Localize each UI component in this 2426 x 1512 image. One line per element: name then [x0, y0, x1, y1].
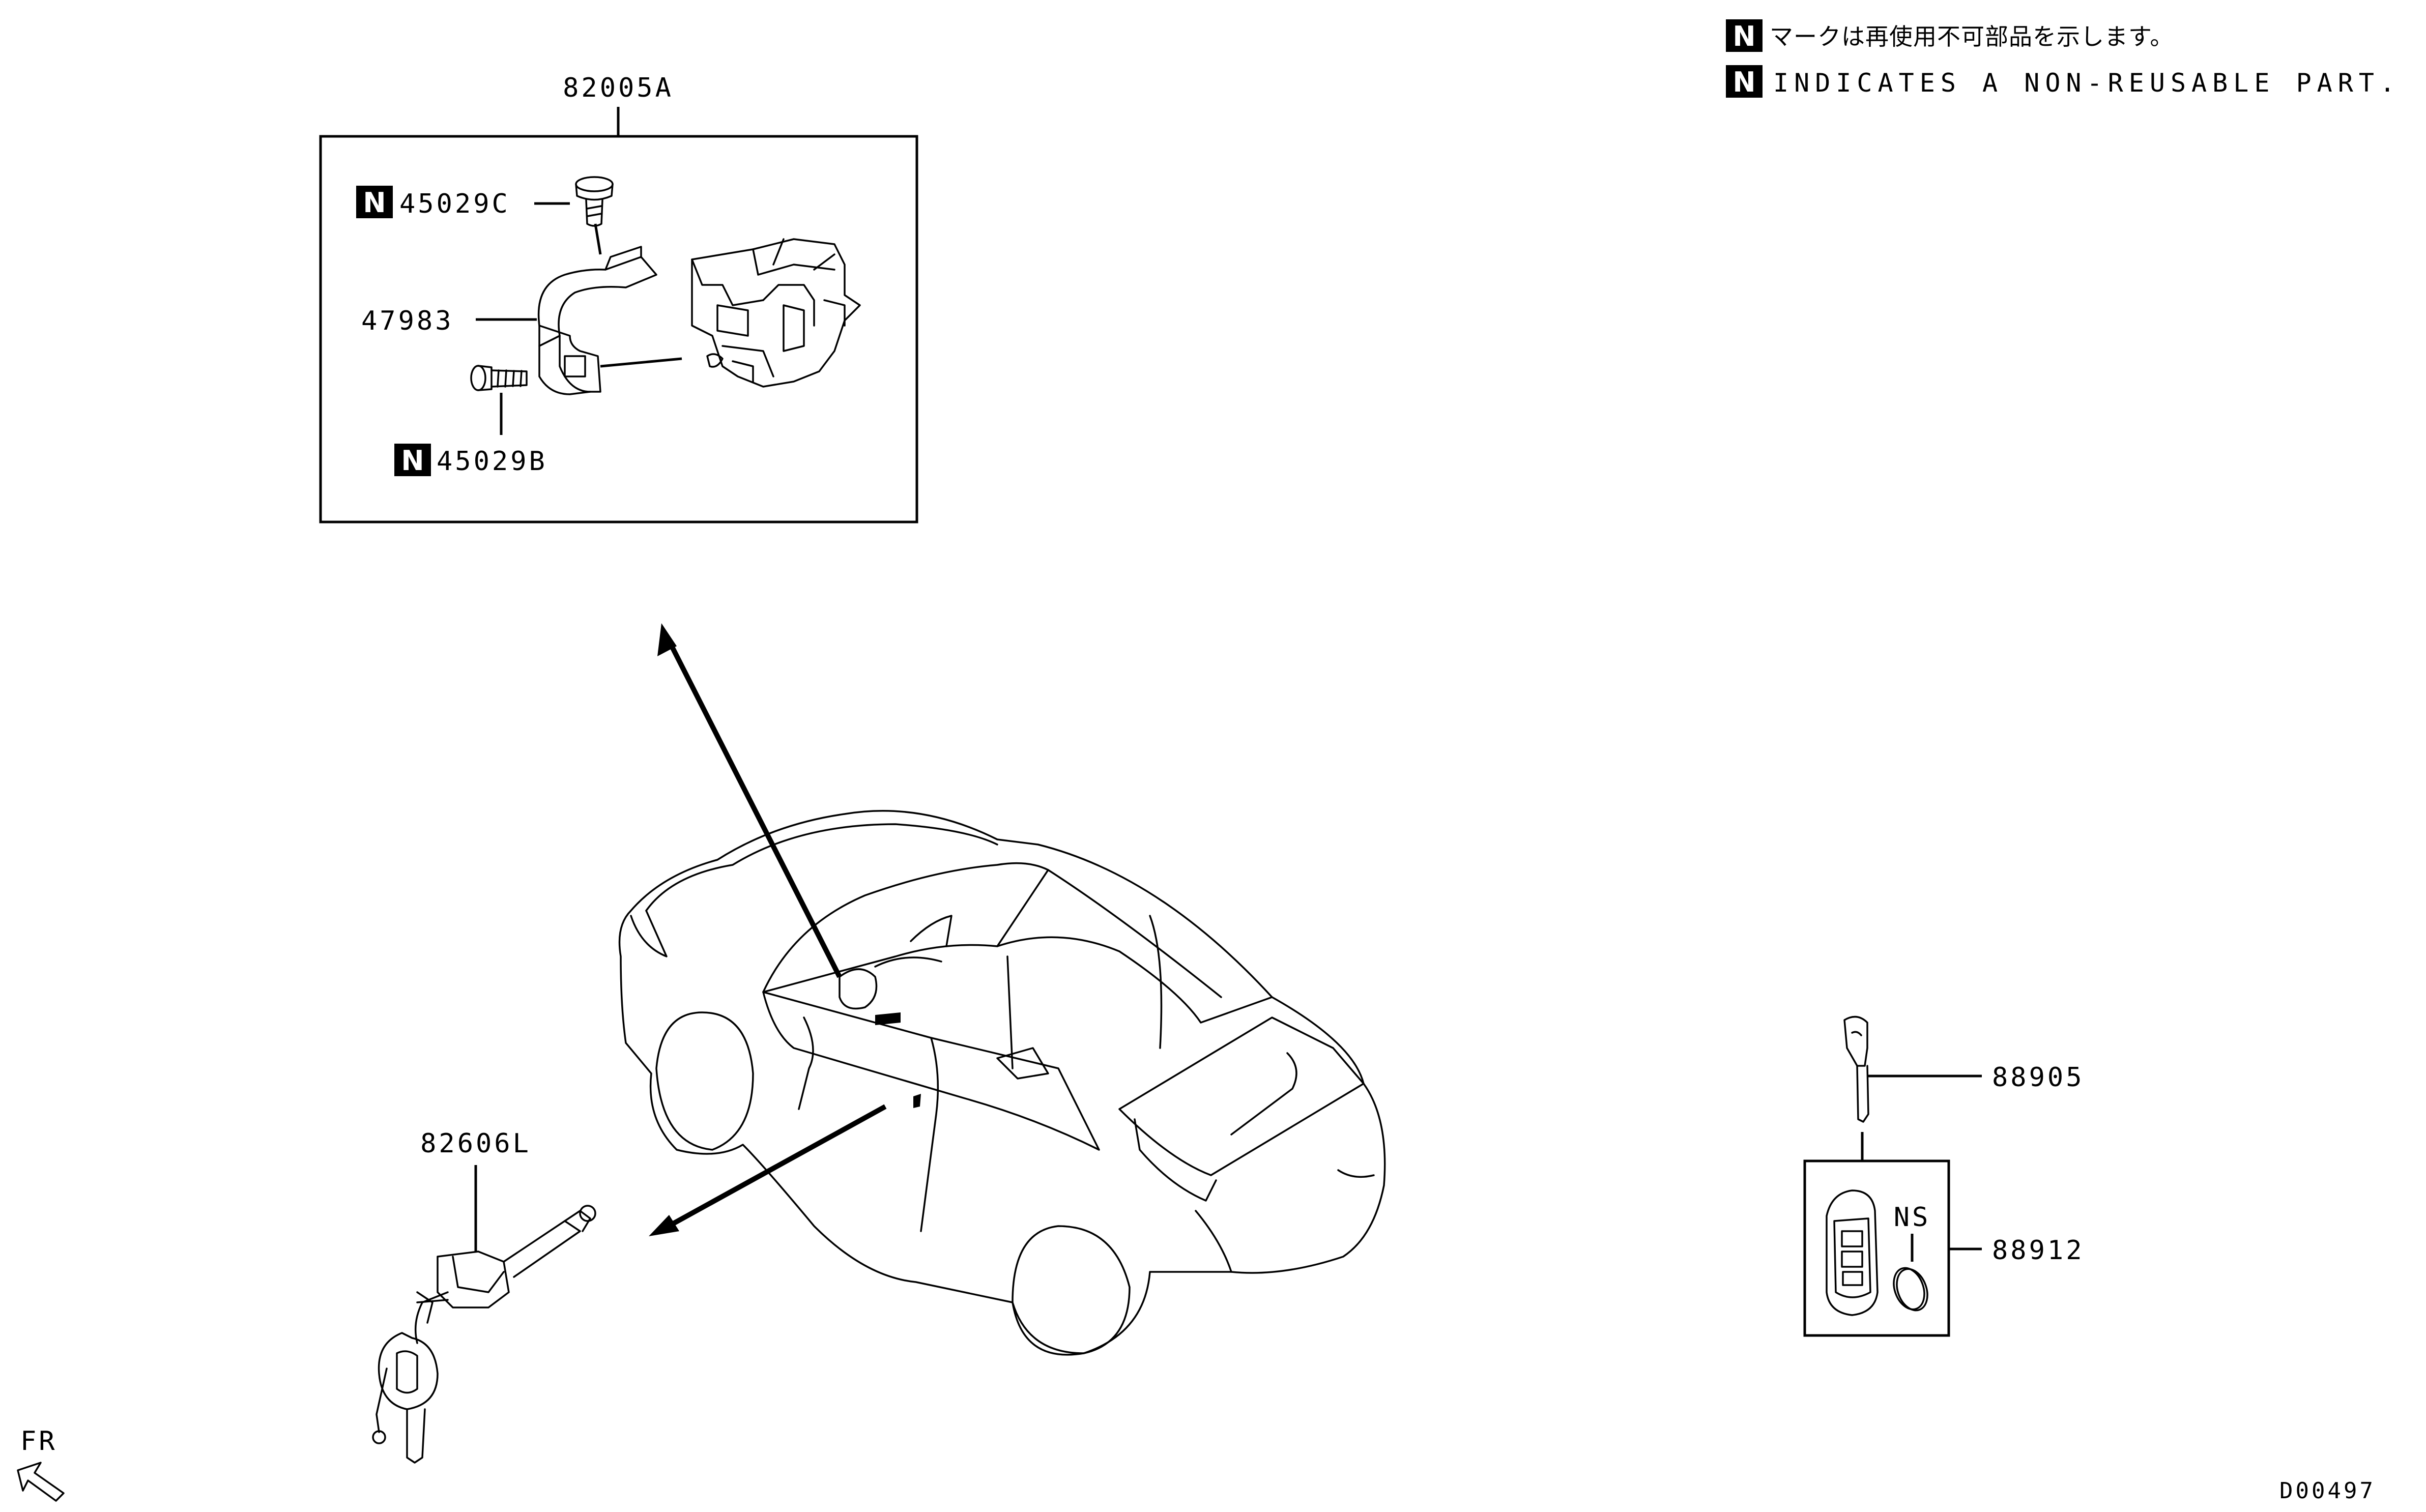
label-fr: FR [20, 1426, 57, 1457]
bracket-icon [537, 246, 657, 395]
vehicle-outline [618, 810, 1386, 1356]
label-88905: 88905 [1992, 1062, 2085, 1093]
label-82005a: 82005A [563, 73, 674, 103]
label-82606l: 82606L [420, 1128, 531, 1159]
leader-bracket-to-switch [600, 357, 682, 368]
ignition-location-icon [875, 1012, 901, 1025]
callout-arrows [649, 623, 887, 1236]
n-badge-letter: N [1732, 66, 1755, 98]
arrow-to-door-cylinder [662, 1104, 887, 1231]
n-badge-letter: N [401, 445, 424, 477]
battery-icon [1893, 1267, 1928, 1312]
ignition-switch-icon [691, 238, 861, 388]
diagram-code: D00497 [2279, 1478, 2376, 1504]
ignition-assembly-group: 82005A N 45029C 47983 [319, 73, 918, 524]
door-cylinder-group: 82606L [372, 1128, 596, 1464]
key-remote-group: 88905 NS 88912 [1803, 1015, 2085, 1337]
key-blank-icon [1843, 1015, 1869, 1123]
label-47983: 47983 [361, 306, 454, 336]
n-badge-icon [356, 186, 393, 218]
non-reusable-note: N マークは再使用不可部品を示します。 N INDICATES A NON-RE… [1726, 19, 2401, 98]
door-lock-cylinder-icon [414, 1205, 596, 1344]
door-lock-location-icon [913, 1094, 921, 1108]
arrow-to-assembly [664, 634, 842, 978]
screw-icon [575, 176, 614, 227]
note-english: INDICATES A NON-REUSABLE PART. [1773, 68, 2401, 98]
front-direction-indicator: FR [17, 1426, 65, 1502]
label-88912: 88912 [1992, 1235, 2085, 1266]
arrowhead-icon [649, 1215, 679, 1236]
n-badge-letter: N [1732, 20, 1755, 52]
leader-screw-upper [594, 223, 602, 255]
label-ns: NS [1894, 1202, 1931, 1233]
remote-key-icon [1826, 1189, 1879, 1316]
n-badge-icon [1726, 65, 1763, 98]
arrowhead-icon [657, 623, 677, 656]
label-45029c: 45029C [399, 189, 510, 219]
n-badge-icon [394, 444, 431, 476]
front-arrow-icon [17, 1462, 65, 1502]
screw-icon [470, 365, 528, 391]
label-45029b: 45029B [437, 446, 547, 477]
key-icon [372, 1291, 439, 1464]
n-badge-letter: N [363, 187, 386, 219]
note-japanese: マークは再使用不可部品を示します。 [1770, 23, 2174, 50]
n-badge-icon [1726, 19, 1763, 52]
assembly-frame [319, 135, 918, 524]
